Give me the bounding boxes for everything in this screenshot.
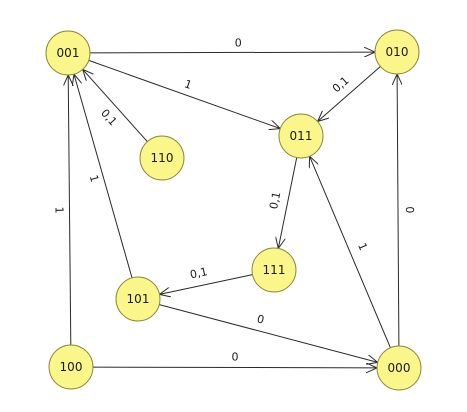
state-circle-100: [48, 344, 94, 390]
edge-100-to-000: [92, 367, 377, 368]
edge-label-001-to-010: 0: [235, 36, 242, 49]
edge-000-to-011: [310, 156, 391, 348]
state-node-011: 011: [278, 113, 324, 159]
state-label-110: 110: [151, 151, 174, 165]
state-circle-001: [45, 30, 91, 76]
edge-001-to-010: [89, 52, 375, 53]
state-node-101: 101: [115, 276, 161, 322]
state-node-111: 111: [251, 247, 297, 293]
state-label-011: 011: [290, 129, 313, 143]
edge-label-100-to-000: 0: [231, 350, 238, 363]
state-label-010: 010: [386, 45, 409, 59]
edge-001-to-011: [88, 59, 281, 128]
state-label-101: 101: [127, 292, 150, 306]
edge-100-to-001: [68, 75, 71, 346]
state-node-010: 010: [374, 29, 420, 75]
state-label-001: 001: [57, 46, 80, 60]
edge-label-000-to-011: 1: [355, 241, 370, 253]
state-circle-000: [376, 345, 422, 391]
state-node-110: 110: [139, 135, 185, 181]
edge-label-001-to-011: 1: [183, 77, 194, 92]
edge-000-to-010: [397, 74, 399, 347]
state-circle-110: [139, 135, 185, 181]
edge-label-111-to-101: 0,1: [189, 265, 209, 281]
state-circle-101: [115, 276, 161, 322]
state-node-000: 000: [376, 345, 422, 391]
state-circle-010: [374, 29, 420, 75]
edge-label-000-to-010: 0: [403, 206, 416, 213]
edge-label-101-to-000: 0: [255, 312, 265, 326]
edge-label-010-to-011: 0,1: [330, 74, 352, 95]
state-node-100: 100: [48, 344, 94, 390]
state-circle-011: [278, 113, 324, 159]
edge-label-110-to-001: 0,1: [98, 107, 119, 129]
edge-label-100-to-001: 1: [52, 207, 65, 214]
edge-111-to-101: [160, 274, 253, 295]
edge-011-to-111: [278, 157, 298, 249]
edge-101-to-000: [159, 304, 377, 363]
edge-label-101-to-001: 1: [87, 173, 101, 183]
state-label-111: 111: [263, 263, 286, 277]
edge-label-011-to-111: 0,1: [267, 191, 283, 211]
state-circle-111: [251, 247, 297, 293]
state-label-100: 100: [60, 360, 83, 374]
edge-101-to-001: [74, 74, 133, 278]
edge-110-to-001: [83, 69, 148, 142]
state-node-001: 001: [45, 30, 91, 76]
state-label-000: 000: [388, 361, 411, 375]
edge-010-to-011: [318, 66, 381, 122]
